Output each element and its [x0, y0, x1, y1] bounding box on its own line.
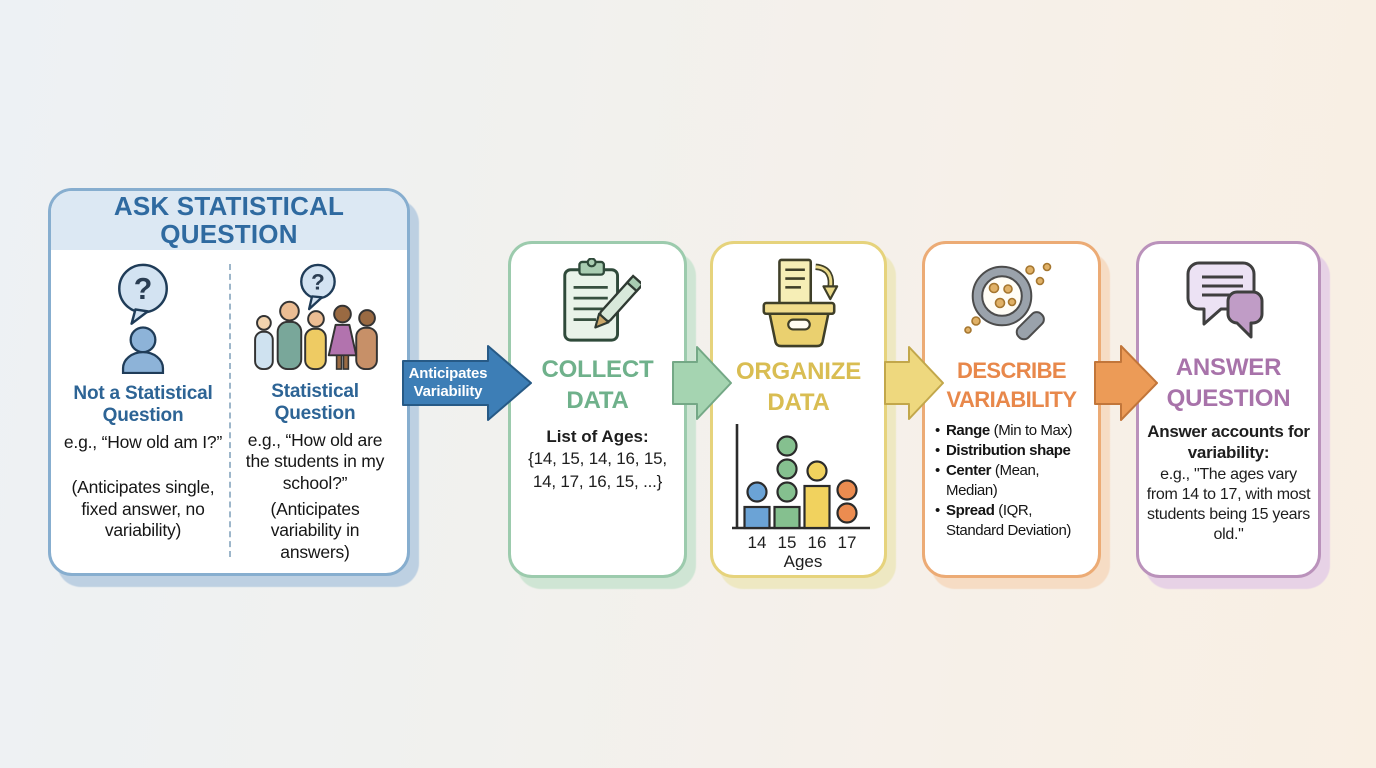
- organize-to-describe-arrow: [884, 344, 946, 422]
- stage1-title-line1: ASK STATISTICAL: [113, 191, 345, 222]
- stage5-title-line2: QUESTION: [1166, 385, 1291, 413]
- not-statistical-note: (Anticipates single, fixed answer, no va…: [71, 477, 215, 540]
- svg-text:?: ?: [134, 273, 153, 306]
- statistical-example: e.g., “How old are the students in my sc…: [245, 429, 385, 493]
- clipboard-pencil-icon: [555, 257, 644, 351]
- stage1-columns: ? Not a Statistical Question e.g., “How …: [51, 250, 407, 573]
- stage-answer-question: ANSWER QUESTION Answer accounts for vari…: [1136, 241, 1321, 578]
- not-statistical-column: ? Not a Statistical Question e.g., “How …: [57, 262, 229, 563]
- bullet-distribution-shape: • Distribution shape: [935, 441, 1071, 459]
- stage2-title-line1: COLLECT: [541, 356, 654, 383]
- stage3-title-line1: ORGANIZE: [735, 358, 862, 385]
- stage-describe-variability: DESCRIBE VARIABILITY • Range (Min to Max…: [922, 241, 1101, 578]
- svg-text:15: 15: [777, 533, 796, 552]
- stage-ask-statistical-question: ASK STATISTICAL QUESTION ? Not a Statist…: [48, 188, 410, 576]
- stage1-header: ASK STATISTICAL QUESTION: [51, 191, 407, 250]
- statistical-note: (Anticipates variability in answers): [270, 498, 360, 562]
- anticipates-variability-arrow: Anticipates Variability: [402, 344, 534, 422]
- inbox-document-icon: [755, 258, 843, 353]
- not-statistical-example: e.g., “How old am I?”: [63, 431, 223, 452]
- magnifier-data-points-icon: [963, 258, 1060, 353]
- variability-bullets: • Range (Min to Max) • Distribution shap…: [925, 421, 1098, 542]
- answer-example-text: e.g., "The ages vary from 14 to 17, with…: [1146, 466, 1311, 544]
- svg-text:17: 17: [837, 533, 856, 552]
- statistical-label: Statistical Question: [271, 380, 359, 424]
- bullet-center: • Center (Mean, Median): [935, 461, 1040, 499]
- not-statistical-label: Not a Statistical Question: [73, 382, 213, 426]
- column-divider: [229, 263, 231, 557]
- svg-text:14: 14: [747, 533, 766, 552]
- stage-collect-data: COLLECT DATA List of Ages: {14, 15, 14, …: [508, 241, 687, 578]
- stage4-title-line2: VARIABILITY: [946, 387, 1077, 413]
- ages-list-line1: {14, 15, 14, 16, 15,: [528, 448, 667, 468]
- bullet-spread: • Spread (IQR, Standard Deviation): [935, 502, 1071, 540]
- chat-bubbles-icon: [1181, 258, 1277, 349]
- stage2-title-line2: DATA: [566, 387, 629, 415]
- svg-text:?: ?: [311, 269, 325, 294]
- ages-list-line2: 14, 17, 16, 15, ...}: [532, 471, 663, 491]
- question-bubble-person-icon: ?: [95, 262, 191, 379]
- svg-text:Ages: Ages: [783, 552, 822, 570]
- stage3-title-line2: DATA: [767, 389, 830, 417]
- people-group-question-icon: ?: [251, 262, 379, 377]
- statistical-column: ? Statistical Qu: [229, 262, 401, 563]
- stage1-title-line2: QUESTION: [160, 219, 298, 250]
- arrow-label: Anticipates Variability: [408, 365, 488, 400]
- describe-to-answer-arrow: [1094, 343, 1160, 423]
- answer-accounts-text: Answer accounts for variability:: [1147, 421, 1310, 462]
- bullet-range: • Range (Min to Max): [935, 421, 1073, 439]
- svg-text:16: 16: [807, 533, 826, 552]
- stage4-title-line1: DESCRIBE: [957, 358, 1066, 383]
- list-of-ages-label: List of Ages:: [546, 426, 649, 446]
- collect-to-organize-arrow: [672, 344, 734, 422]
- stage5-title-line1: ANSWER: [1175, 354, 1282, 381]
